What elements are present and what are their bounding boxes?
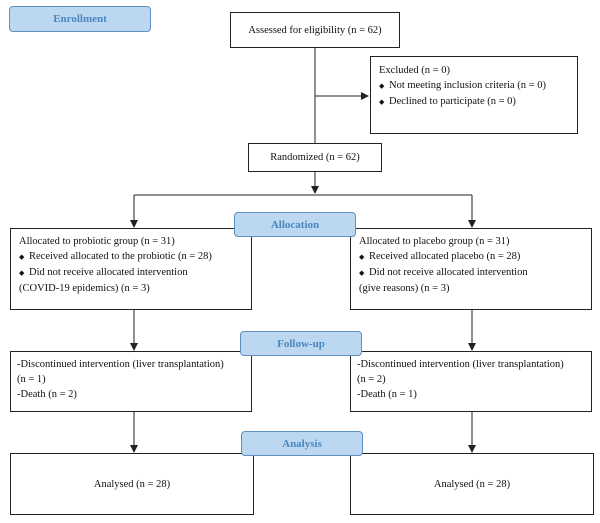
allocation-probiotic-box: Allocated to probiotic group (n = 31) ◆ R… <box>10 228 252 310</box>
followup-right-line: -Discontinued intervention (liver transp… <box>357 359 564 370</box>
followup-right-line: -Death (n = 1) <box>357 389 417 400</box>
randomized-box: Randomized (n = 62) <box>248 143 382 172</box>
excluded-item: ◆ Not meeting inclusion criteria (n = 0) <box>379 78 569 94</box>
excluded-item-text: Not meeting inclusion criteria (n = 0) <box>389 80 546 91</box>
allocation-left-item: ◆ Did not receive allocated intervention <box>19 265 243 281</box>
allocation-right-item: ◆ Did not receive allocated intervention <box>359 265 583 281</box>
stage-analysis: Analysis <box>241 431 363 456</box>
excluded-title: Excluded (n = 0) <box>379 65 450 76</box>
followup-left-line: (n = 1) <box>17 374 46 385</box>
analysis-probiotic-box: Analysed (n = 28) <box>10 453 254 515</box>
stage-allocation: Allocation <box>234 212 356 237</box>
excluded-item-text: Declined to participate (n = 0) <box>389 96 516 107</box>
allocation-left-item: ◆ Received allocated to the probiotic (n … <box>19 249 243 265</box>
followup-placebo-box: -Discontinued intervention (liver transp… <box>350 351 592 412</box>
assessed-box: Assessed for eligibility (n = 62) <box>230 12 400 48</box>
followup-probiotic-box: -Discontinued intervention (liver transp… <box>10 351 252 412</box>
bullet-icon: ◆ <box>19 253 25 261</box>
allocation-placebo-box: Allocated to placebo group (n = 31) ◆ Rec… <box>350 228 592 310</box>
allocation-left-item-cont: (COVID-19 epidemics) (n = 3) <box>19 283 150 294</box>
allocation-right-item-cont: (give reasons) (n = 3) <box>359 283 450 294</box>
allocation-left-item-text: Received allocated to the probiotic (n =… <box>29 251 212 262</box>
bullet-icon: ◆ <box>379 82 385 90</box>
allocation-right-item-text: Did not receive allocated intervention <box>369 267 528 278</box>
allocation-right-item: ◆ Received allocated placebo (n = 28) <box>359 249 583 265</box>
bullet-icon: ◆ <box>379 98 385 106</box>
excluded-box: Excluded (n = 0) ◆ Not meeting inclusion … <box>370 56 578 134</box>
bullet-icon: ◆ <box>359 253 365 261</box>
analysis-placebo-box: Analysed (n = 28) <box>350 453 594 515</box>
bullet-icon: ◆ <box>359 269 365 277</box>
bullet-icon: ◆ <box>19 269 25 277</box>
stage-followup: Follow-up <box>240 331 362 356</box>
allocation-right-item-text: Received allocated placebo (n = 28) <box>369 251 521 262</box>
followup-left-line: -Discontinued intervention (liver transp… <box>17 359 224 370</box>
followup-right-line: (n = 2) <box>357 374 386 385</box>
followup-left-line: -Death (n = 2) <box>17 389 77 400</box>
stage-enrollment: Enrollment <box>9 6 151 32</box>
allocation-left-title: Allocated to probiotic group (n = 31) <box>19 236 175 247</box>
allocation-right-title: Allocated to placebo group (n = 31) <box>359 236 510 247</box>
allocation-left-item-text: Did not receive allocated intervention <box>29 267 188 278</box>
excluded-item: ◆ Declined to participate (n = 0) <box>379 94 569 110</box>
